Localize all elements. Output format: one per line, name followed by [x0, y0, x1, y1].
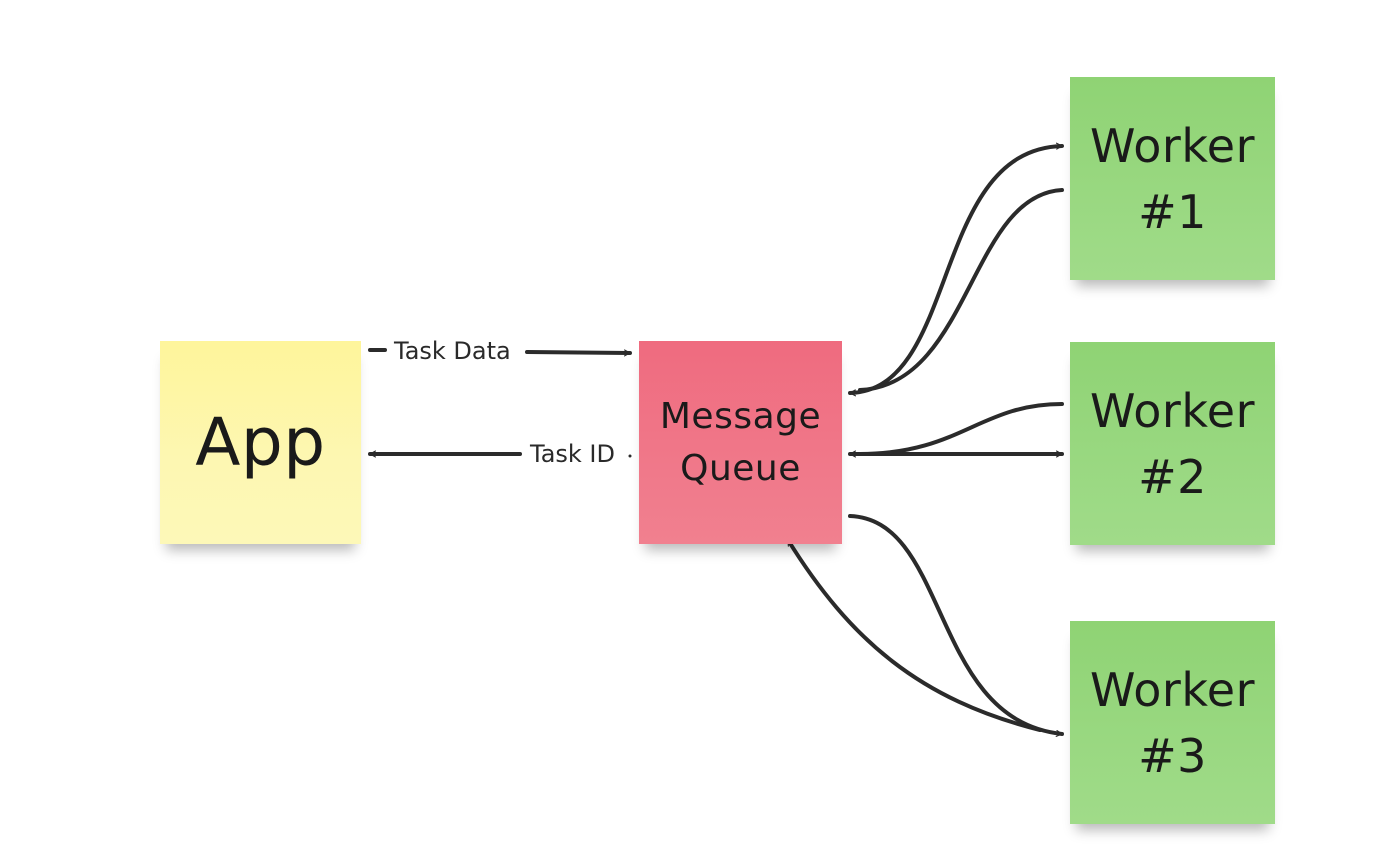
worker-3-note-label: Worker #3 — [1089, 662, 1256, 783]
queue-to-worker3-line[interactable] — [848, 514, 1064, 734]
task-id-label[interactable]: Task ID — [526, 442, 619, 466]
worker3-to-queue-arrow[interactable] — [786, 538, 1042, 732]
message-queue-note[interactable]: Message Queue — [639, 341, 842, 544]
app-note-label: App — [195, 403, 326, 481]
task-data-label[interactable]: Task Data — [390, 339, 515, 363]
queue-to-worker1-arrow[interactable] — [848, 146, 1064, 393]
worker1-to-queue-line[interactable] — [858, 188, 1064, 392]
app-note[interactable]: App — [160, 341, 361, 544]
worker-1-note[interactable]: Worker #1 — [1070, 77, 1275, 280]
worker-2-note[interactable]: Worker #2 — [1070, 342, 1275, 545]
worker-2-note-label: Worker #2 — [1089, 383, 1256, 504]
message-queue-note-label: Message Queue — [659, 395, 822, 489]
worker-1-note-label: Worker #1 — [1089, 118, 1256, 239]
worker-3-note[interactable]: Worker #3 — [1070, 621, 1275, 824]
worker2-to-queue-line[interactable] — [858, 402, 1064, 456]
